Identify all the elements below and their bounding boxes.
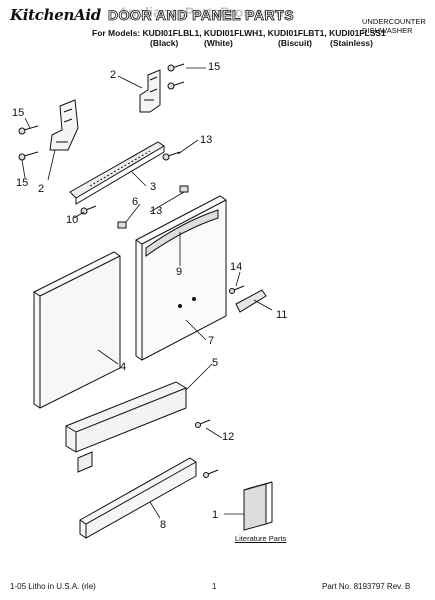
screw-left-2 bbox=[18, 151, 39, 161]
screw-14 bbox=[229, 285, 245, 294]
appliance-category: UNDERCOUNTER DISHWASHER bbox=[362, 17, 426, 35]
color-stainless: (Stainless) bbox=[330, 38, 373, 48]
callout-numbers: 2 15 15 2 15 13 3 10 6 13 9 14 11 4 7 5 12 8 1 bbox=[12, 61, 287, 531]
callout-8: 6 bbox=[132, 196, 138, 208]
page-title: DOOR AND PANEL PARTS bbox=[108, 7, 295, 24]
inner-door-panel bbox=[135, 195, 227, 361]
callout-10: 9 bbox=[176, 266, 182, 278]
brand-logo: KitchenAid bbox=[10, 6, 101, 24]
callout-16: 12 bbox=[222, 431, 234, 443]
callout-14: 7 bbox=[208, 335, 214, 347]
hinge-bracket-left bbox=[49, 99, 79, 151]
category-line-2: DISHWASHER bbox=[362, 25, 413, 35]
color-black: (Black) bbox=[150, 38, 179, 48]
footer-part-number: Part No. 8193797 Rev. B bbox=[322, 582, 411, 591]
screw-rail-right bbox=[162, 151, 181, 161]
screw-top-2 bbox=[167, 81, 185, 90]
literature-parts-label: Literature Parts bbox=[235, 534, 287, 543]
callout-5: 13 bbox=[200, 134, 212, 146]
callout-17: 8 bbox=[160, 519, 166, 531]
screws-12 bbox=[195, 419, 219, 478]
callout-12: 11 bbox=[276, 309, 287, 321]
color-white: (White) bbox=[204, 38, 233, 48]
screw-top-1 bbox=[167, 63, 185, 72]
footer-litho: 1-05 Litho in U.S.A. (rle) bbox=[10, 582, 96, 591]
door-handle bbox=[145, 209, 219, 257]
callout-15: 5 bbox=[212, 357, 218, 369]
callout-0: 2 bbox=[110, 69, 116, 81]
literature-book bbox=[243, 481, 273, 531]
callout-18: 1 bbox=[212, 509, 218, 521]
category-line-1: UNDERCOUNTER bbox=[362, 17, 426, 26]
callout-13: 4 bbox=[120, 361, 126, 373]
screw-left-1 bbox=[18, 125, 39, 135]
leader-lines bbox=[21, 67, 273, 519]
toe-panel-bracket bbox=[65, 381, 187, 473]
callout-6: 3 bbox=[150, 181, 156, 193]
callout-1: 15 bbox=[208, 61, 220, 73]
callout-11: 14 bbox=[230, 261, 242, 273]
color-biscuit: (Biscuit) bbox=[278, 38, 312, 48]
hinge-bracket-right bbox=[139, 69, 161, 113]
outer-door-panel bbox=[33, 251, 121, 409]
callout-9: 13 bbox=[150, 205, 162, 217]
callout-4: 15 bbox=[16, 177, 28, 189]
callout-2: 15 bbox=[12, 107, 24, 119]
door-rail bbox=[69, 141, 165, 205]
kick-plate bbox=[79, 457, 197, 539]
callout-7: 10 bbox=[66, 214, 78, 226]
vent-cap bbox=[235, 289, 267, 313]
callout-3: 2 bbox=[38, 183, 44, 195]
watermark: AppliancePartsPros.com bbox=[118, 4, 284, 20]
footer-page-number: 1 bbox=[212, 582, 217, 591]
models-line: For Models: KUDI01FLBL1, KUDI01FLWH1, KU… bbox=[92, 28, 386, 38]
